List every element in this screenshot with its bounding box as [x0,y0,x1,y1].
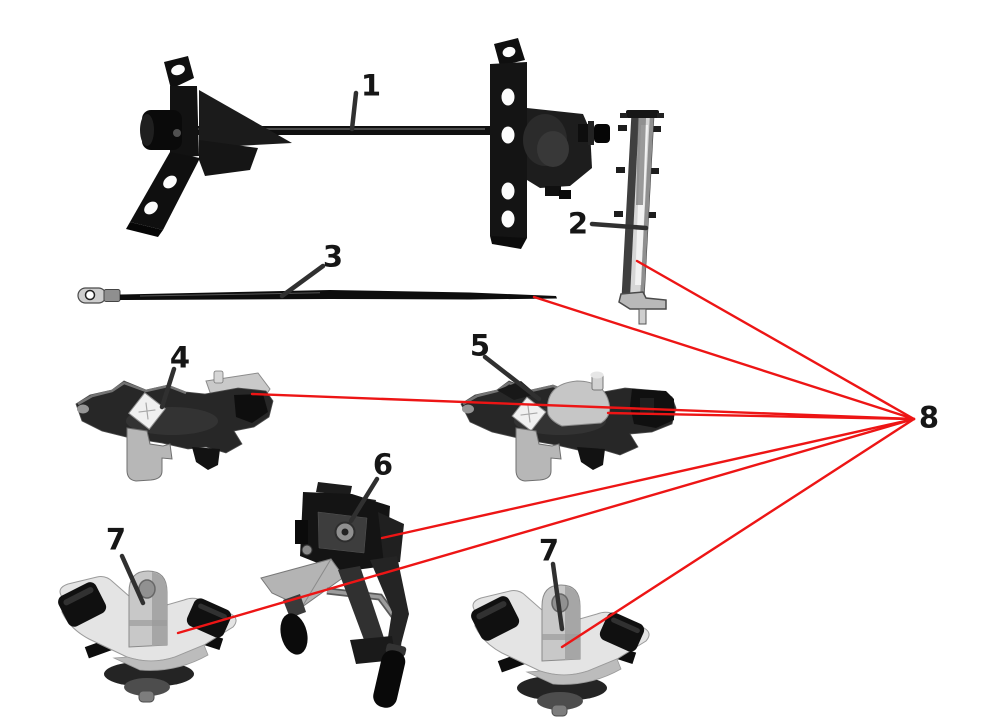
leader-lines-layer [119,90,649,632]
part-7-left-graphic [54,570,237,703]
leader-line-2 [589,221,649,231]
part-2-graphic [614,110,667,325]
callout-line-8-to-7-left [176,417,916,635]
callout-line-8-to-6 [380,417,916,540]
callout-line-8-to-3 [532,295,916,421]
leader-line-7-right [550,561,565,632]
leader-line-6 [348,476,380,524]
callout-line-8-to-2 [635,259,916,421]
part-4-graphic [75,370,274,482]
part-1-graphic [126,38,610,249]
callout-line-8-to-4 [250,392,916,421]
part-3-graphic [77,287,557,304]
leader-line-7-left [119,553,146,606]
part-5-graphic [460,371,677,482]
leader-line-5 [482,354,542,402]
callout-lines-layer [176,259,916,649]
part-6-graphic [260,482,409,708]
callout-line-8-to-7-right [560,417,916,649]
leader-line-4 [159,366,177,410]
callout-line-8-to-5 [606,411,916,421]
leader-line-3 [279,263,326,299]
leader-line-1 [349,90,359,132]
